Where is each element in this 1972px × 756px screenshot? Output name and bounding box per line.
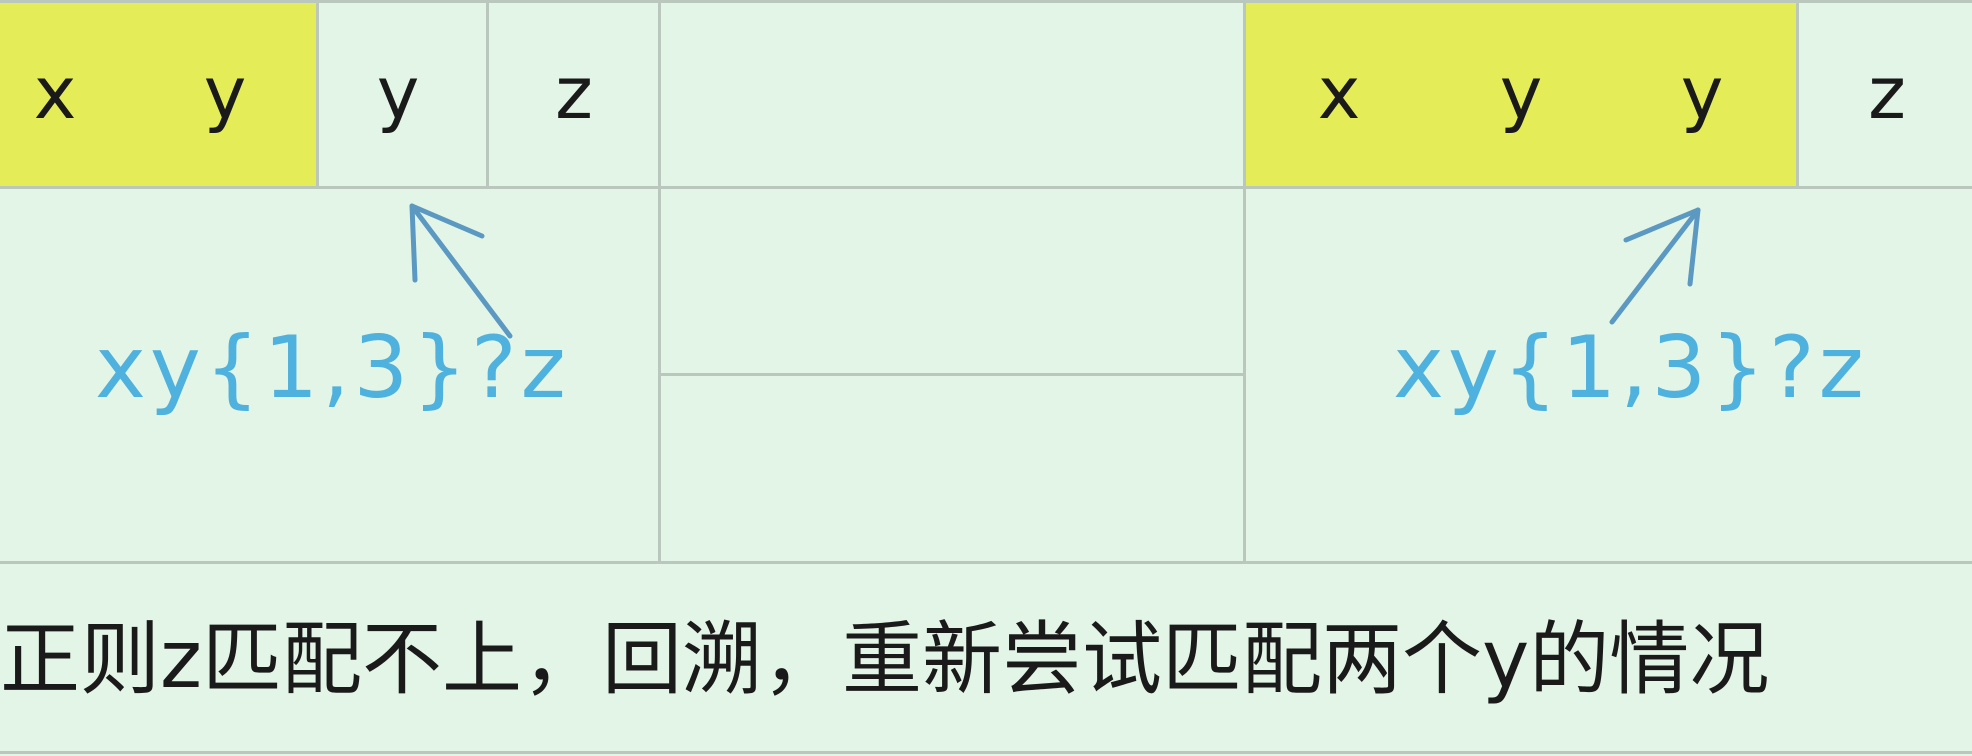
left-char-x: x — [33, 51, 77, 135]
right-arrow-icon — [1609, 207, 1701, 325]
grid-line-v5 — [1796, 0, 1799, 188]
right-char-x: x — [1317, 51, 1361, 135]
left-regex-label: xy{1,3}?z — [95, 318, 570, 418]
left-matched-highlight — [0, 0, 318, 188]
left-char-y1: y — [203, 51, 247, 135]
explanation-caption: 正则z匹配不上，回溯，重新尝试匹配两个y的情况 — [0, 613, 1770, 706]
left-char-y2: y — [376, 51, 420, 135]
grid-line-v2 — [486, 0, 489, 188]
grid-line-bottom — [0, 751, 1972, 754]
grid-line-v3 — [658, 0, 661, 563]
right-regex-label: xy{1,3}?z — [1393, 318, 1868, 418]
grid-line-top — [0, 0, 1972, 3]
grid-line-v4 — [1243, 0, 1246, 563]
right-char-y1: y — [1499, 51, 1543, 135]
left-char-z: z — [555, 51, 593, 135]
grid-line-v1 — [316, 0, 319, 188]
grid-line-middle-split — [660, 373, 1245, 376]
right-char-z: z — [1868, 51, 1906, 135]
grid-line-row1 — [0, 186, 1972, 189]
grid-line-row2 — [0, 561, 1972, 564]
left-arrow-icon — [409, 203, 513, 339]
right-matched-highlight — [1243, 0, 1798, 188]
right-char-y2: y — [1680, 51, 1724, 135]
